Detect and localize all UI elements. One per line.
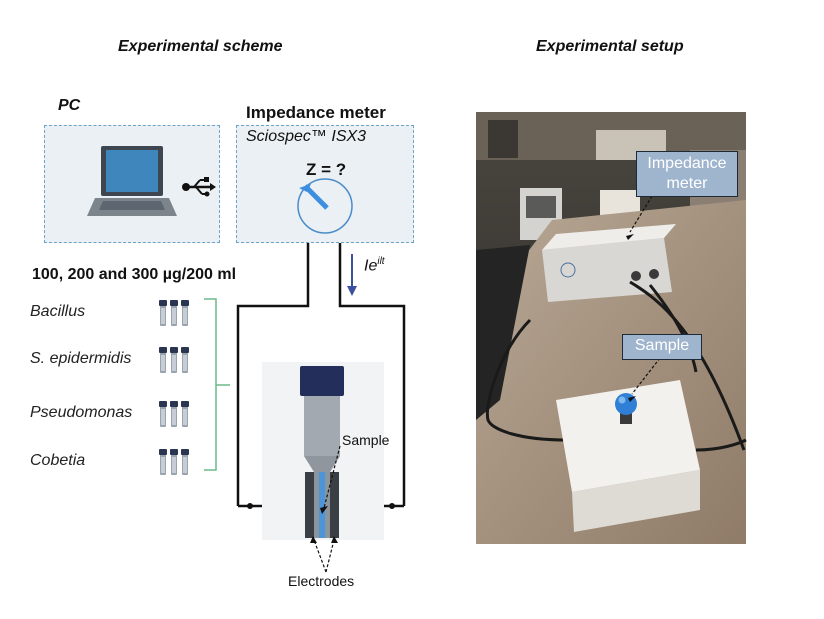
cuvette-cap — [300, 366, 344, 396]
meter-title: Impedance meter — [246, 103, 386, 122]
current-label: Ieilt — [364, 256, 385, 275]
pc-box — [44, 125, 220, 243]
tube-set — [159, 347, 189, 373]
species-bacillus: Bacillus — [30, 303, 86, 320]
tube-set — [159, 300, 189, 326]
meter-box — [236, 125, 414, 243]
setup-title: Experimental setup — [536, 38, 684, 55]
meter-callout: Impedance meter — [636, 151, 738, 197]
species-pseudomonas: Pseudomonas — [30, 404, 133, 421]
tube-set — [159, 449, 189, 475]
sample-callout: Sample — [622, 334, 702, 360]
dial-icon — [297, 178, 353, 234]
sample-label: Sample — [342, 432, 390, 448]
concentration-label: 100, 200 and 300 µg/200 ml — [32, 266, 237, 283]
electrodes-label: Electrodes — [288, 573, 355, 589]
wire-right — [338, 243, 406, 506]
scheme-title: Experimental scheme — [118, 38, 283, 55]
laptop-icon — [87, 146, 177, 216]
wire-left — [236, 243, 310, 506]
tube-set — [159, 401, 189, 427]
z-label: Z = ? — [306, 160, 347, 179]
meter-model: Sciospec™ ISX3 — [246, 128, 367, 145]
pc-label: PC — [58, 97, 81, 114]
species-cobetia: Cobetia — [30, 452, 86, 469]
species-s-epidermidis: S. epidermidis — [30, 350, 132, 367]
sample-channel — [319, 472, 325, 538]
cuvette-body — [304, 396, 340, 456]
group-bracket — [204, 298, 230, 471]
